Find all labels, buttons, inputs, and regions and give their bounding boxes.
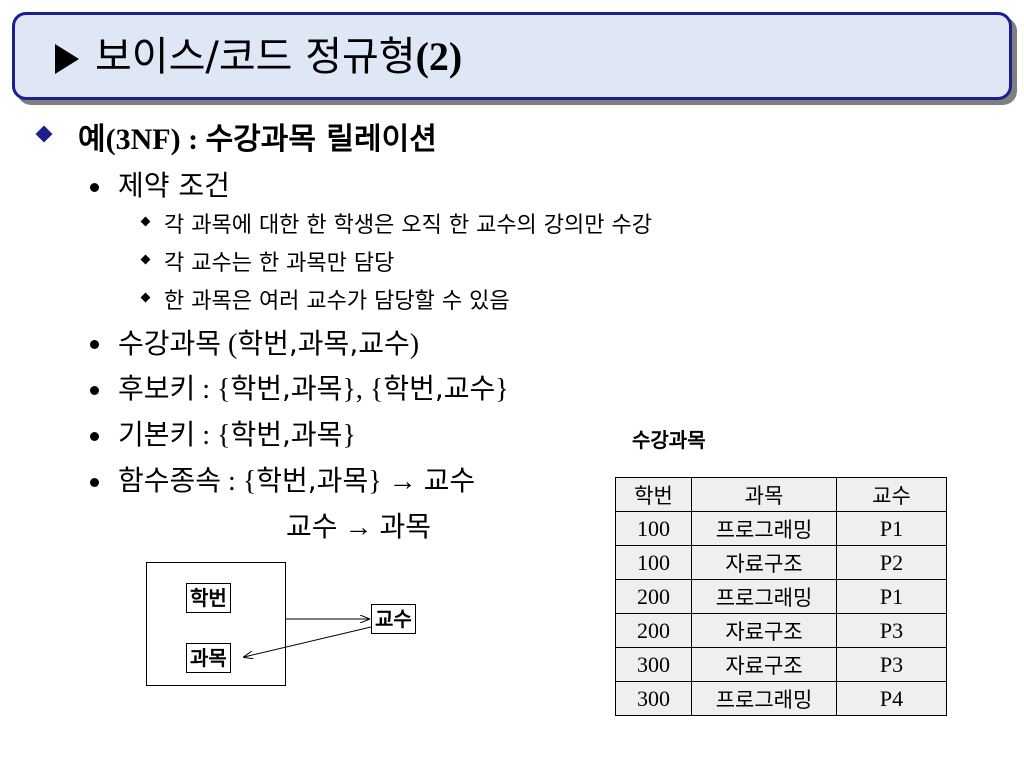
constraint-item: 각 교수는 한 과목만 담당: [164, 251, 395, 276]
example-heading: 예(3NF) : 수강과목 릴레이션: [78, 114, 437, 158]
table-header: 학번: [615, 477, 692, 512]
fd-lhs-1: 학번,과목: [256, 464, 369, 497]
table-row: 200 프로그래밍 P1: [615, 579, 947, 614]
slide-title-suffix: (2): [415, 34, 463, 79]
primary-key-end: }: [342, 420, 356, 451]
candidate-keys-label: 후보키: [118, 372, 196, 405]
enrollment-table: 학번 과목 교수 100 프로그래밍 P1 100 자료구조 P2 200 프로…: [615, 477, 947, 716]
constraint-item: 각 과목에 대한 한 학생은 오직 한 교수의 강의만 수강: [164, 213, 652, 238]
table-row: 100 프로그래밍 P1: [615, 511, 947, 546]
example-heading-prefix: 예: [78, 122, 106, 157]
primary-key: 기본키 : {학번,과목}: [118, 413, 356, 453]
fd-label: 함수종속: [118, 464, 222, 497]
bullet-dot-icon: [90, 386, 99, 395]
table-row: 300 자료구조 P3: [615, 647, 947, 682]
bullet-dot-icon: [90, 183, 99, 192]
relation-close: ): [409, 329, 420, 360]
fd-sep: : {: [221, 466, 257, 497]
table-cell: 300: [615, 647, 692, 682]
table-cell: P1: [836, 511, 947, 546]
table-cell: 프로그래밍: [691, 511, 837, 546]
diagram-attr-b: 과목: [186, 643, 231, 673]
primary-key-value: 학번,과목: [230, 418, 343, 451]
candidate-keys-end: }: [495, 374, 509, 405]
table-cell: P1: [836, 579, 947, 614]
table-cell: 100: [615, 511, 692, 546]
constraint-item: 한 과목은 여러 교수가 담당할 수 있음: [164, 289, 510, 314]
slide-title-box: 보이스/코드 정규형(2): [12, 12, 1012, 100]
bullet-dot-icon: [90, 340, 99, 349]
constraints-label: 제약 조건: [118, 169, 230, 202]
dependency-diagram-box: [146, 562, 286, 686]
table-cell: 프로그래밍: [691, 681, 837, 716]
right-arrow-icon: →: [337, 512, 380, 543]
relation-name: 수강과목: [118, 327, 222, 360]
table-cell: 100: [615, 545, 692, 580]
candidate-key-1: 학번,과목: [230, 372, 343, 405]
relation-attrs: 학번,과목,교수: [237, 327, 410, 360]
relation-schema: 수강과목 (학번,과목,교수): [118, 322, 419, 362]
example-heading-label: (3NF) :: [105, 123, 206, 156]
table-title: 수강과목: [632, 428, 706, 452]
fd-lhs-2: 교수: [286, 510, 338, 543]
table-header: 과목: [691, 477, 837, 512]
table-cell: 자료구조: [691, 613, 837, 648]
diagram-attr-a: 학번: [186, 583, 231, 613]
right-arrow-icon: →: [381, 466, 424, 497]
candidate-keys-mid: }, {: [342, 374, 384, 405]
table-header-row: 학번 과목 교수: [615, 477, 947, 512]
table-row: 100 자료구조 P2: [615, 545, 947, 580]
table-cell: P3: [836, 613, 947, 648]
table-cell: P4: [836, 681, 947, 716]
table-cell: 300: [615, 681, 692, 716]
table-row: 300 프로그래밍 P4: [615, 681, 947, 716]
table-cell: 프로그래밍: [691, 579, 837, 614]
candidate-keys-sep: : {: [195, 374, 231, 405]
fd-rhs-2: 과목: [379, 510, 432, 543]
slide-title: 보이스/코드 정규형(2): [55, 35, 462, 79]
table-cell: 200: [615, 579, 692, 614]
primary-key-label: 기본키: [118, 418, 196, 451]
functional-dependency-2: 교수 → 과목: [286, 505, 431, 545]
table-cell: 자료구조: [691, 647, 837, 682]
play-triangle-icon: [55, 44, 79, 74]
table-header: 교수: [836, 477, 947, 512]
fd-close: }: [368, 466, 382, 497]
candidate-key-2: 학번,교수: [383, 372, 496, 405]
diagram-attr-c: 교수: [371, 604, 416, 634]
arrow-to-course: [244, 626, 372, 657]
table-cell: P3: [836, 647, 947, 682]
primary-key-sep: : {: [195, 420, 231, 451]
slide-title-main: 보이스/코드 정규형: [95, 34, 416, 80]
example-heading-text: 수강과목 릴레이션: [205, 122, 437, 157]
candidate-keys: 후보키 : {학번,과목}, {학번,교수}: [118, 367, 509, 407]
table-row: 200 자료구조 P3: [615, 613, 947, 648]
table-cell: 200: [615, 613, 692, 648]
table-cell: 자료구조: [691, 545, 837, 580]
functional-dependency-1: 함수종속 : {학번,과목} → 교수: [118, 459, 475, 499]
table-cell: P2: [836, 545, 947, 580]
bullet-dot-icon: [90, 432, 99, 441]
bullet-dot-icon: [90, 478, 99, 487]
fd-rhs-1: 교수: [423, 464, 476, 497]
relation-open: (: [221, 329, 238, 360]
